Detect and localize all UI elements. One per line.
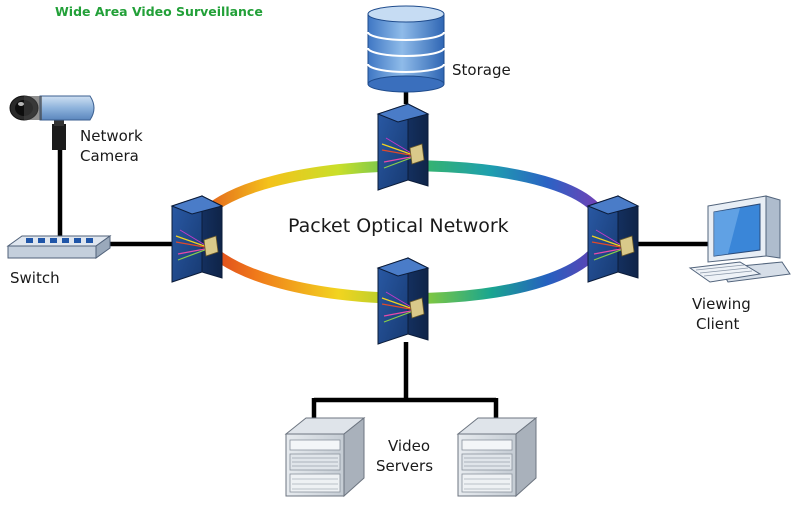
camera-label-line1: Network: [80, 127, 143, 145]
server-tower-icon: [285, 417, 365, 497]
viewing-client-label-line1: Viewing: [692, 295, 751, 313]
network-camera-icon: [9, 95, 95, 150]
optical-switch-icon: [587, 195, 639, 283]
optical-switch-icon: [377, 257, 429, 345]
camera-label-line2: Camera: [80, 147, 139, 165]
storage-label: Storage: [452, 61, 511, 79]
video-servers-label-line2: Servers: [376, 457, 434, 475]
network-label: Packet Optical Network: [288, 215, 509, 237]
desktop-computer-icon: [688, 195, 791, 283]
switch-label: Switch: [10, 269, 60, 287]
server-tower-icon: [457, 417, 537, 497]
diagram-title: Wide Area Video Surveillance: [55, 4, 263, 19]
database-storage-icon: [367, 5, 445, 93]
viewing-client-label-line2: Client: [696, 315, 740, 333]
optical-switch-icon: [377, 103, 429, 191]
optical-switch-icon: [171, 195, 223, 283]
network-switch-icon: [6, 235, 112, 259]
video-servers-label-line1: Video: [388, 437, 431, 455]
